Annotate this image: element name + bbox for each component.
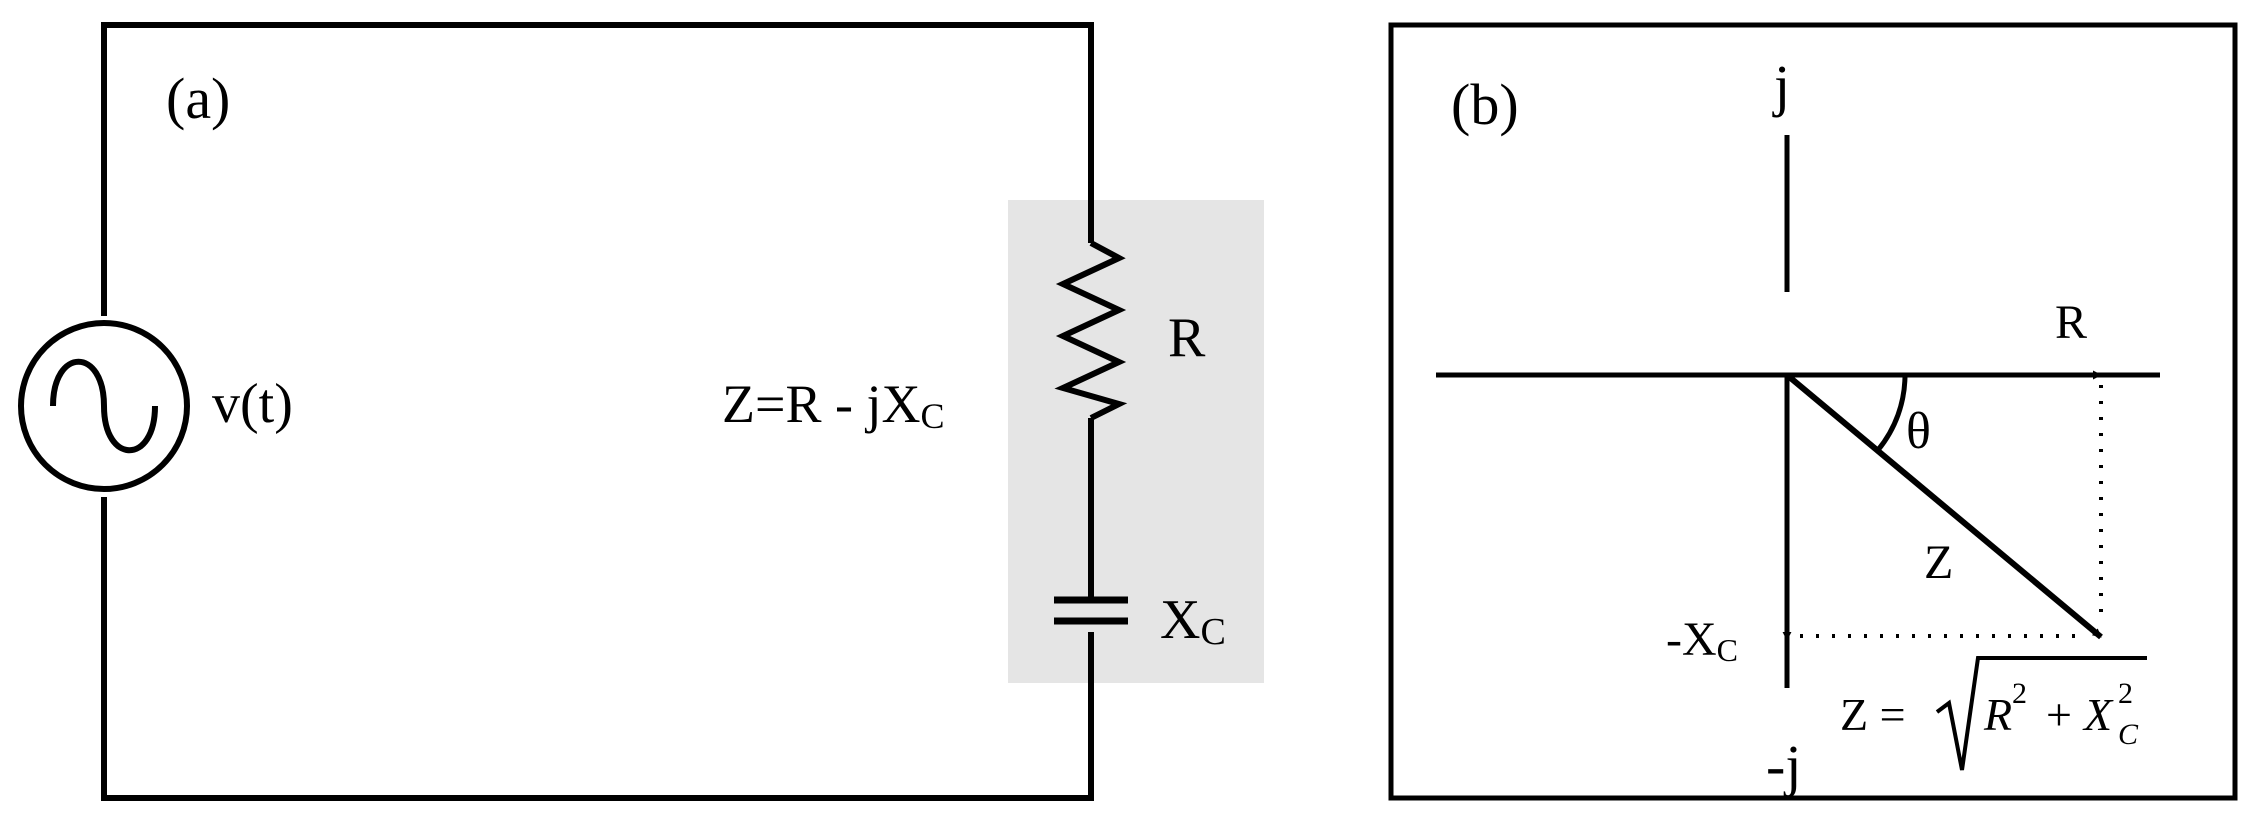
top-wire — [101, 22, 1094, 316]
formula-plus: + — [2046, 689, 2072, 740]
resistor-label: R — [1168, 307, 1206, 369]
formula-r-exponent: 2 — [2012, 677, 2027, 710]
panel-b-label: (b) — [1451, 72, 1519, 137]
formula-x-exponent: 2 — [2118, 677, 2133, 710]
panel-b-frame — [1388, 22, 2238, 801]
sqrt-radical — [1935, 656, 2147, 771]
real-vector-label: R — [2055, 296, 2087, 349]
circuit-wires — [101, 22, 1094, 801]
bottom-wire — [101, 497, 1094, 801]
angle-theta-label: θ — [1906, 403, 1931, 460]
magnitude-formula: Z = R 2 + X 2 C — [1840, 656, 2147, 771]
imag-axis-bottom-label: -j — [1766, 733, 1801, 798]
resistor-symbol — [1054, 240, 1128, 421]
formula-x-subscript: C — [2118, 718, 2139, 751]
theta-angle-arc — [1876, 374, 1908, 452]
panel-a-label: (a) — [166, 66, 230, 131]
capacitor-symbol — [1054, 596, 1128, 625]
z-vector — [1785, 372, 2103, 640]
impedance-equation-label: Z=R - jXC — [722, 374, 944, 436]
formula-x: X — [2082, 689, 2114, 740]
z-vector-label: Z — [1924, 536, 1953, 589]
rc-highlight-box — [1008, 200, 1264, 683]
ac-source-symbol — [18, 320, 190, 492]
panel-b: (b) j -j R θ Z -XC Z = R 2 + X 2 C — [1388, 22, 2238, 801]
source-voltage-label: v(t) — [212, 373, 293, 435]
panel-a: (a) v(t) Z=R - jXC R XC — [18, 22, 1264, 801]
formula-r: R — [1983, 689, 2012, 740]
neg-xc-label: -XC — [1666, 613, 1738, 668]
capacitor-label: XC — [1160, 589, 1226, 653]
formula-lhs: Z = — [1840, 689, 1906, 740]
imag-axis-top-label: j — [1772, 53, 1790, 118]
